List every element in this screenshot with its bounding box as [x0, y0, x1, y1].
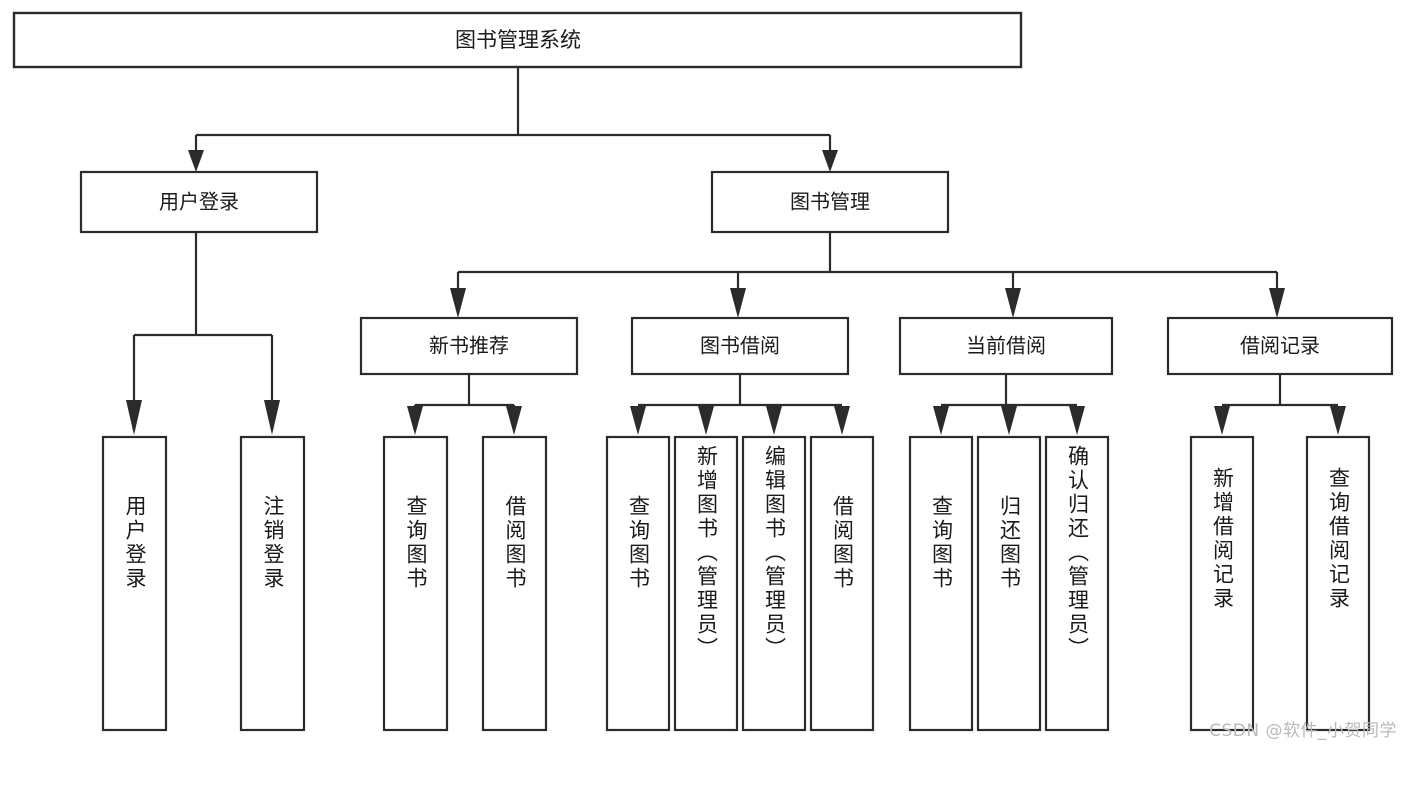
- arrow-head-borrow-record: [1269, 288, 1285, 318]
- connector-group-user-login: [126, 232, 280, 435]
- arrow-head-leaf-return-book: [1001, 406, 1017, 435]
- connector-group-root: [188, 67, 838, 172]
- node-leaf-borrow-book-2-box[interactable]: [809, 435, 875, 732]
- arrow-head-leaf-query-book-2: [630, 406, 646, 435]
- node-book-manage-box[interactable]: [710, 170, 950, 234]
- node-book-borrow-box[interactable]: [630, 316, 850, 376]
- node-new-book-recommend[interactable]: 新书推荐: [359, 316, 579, 376]
- node-user-login-label: 用户登录: [159, 190, 239, 214]
- node-root[interactable]: 图书管理系统: [12, 11, 1023, 69]
- node-borrow-record[interactable]: 借阅记录: [1166, 316, 1394, 376]
- arrow-head-leaf-query-record: [1330, 406, 1346, 435]
- node-leaf-query-book-2-box[interactable]: [605, 435, 671, 732]
- node-leaf-query-record-box[interactable]: [1305, 435, 1371, 732]
- node-book-manage[interactable]: 图书管理: [710, 170, 950, 234]
- org-chart-svg: 图书管理系统 用户登录 图书管理 新书推荐 图书借阅 当前借阅 借阅记录: [12, 11, 1394, 732]
- node-book-borrow-label: 图书借阅: [700, 334, 780, 358]
- arrow-head-new-book-recommend: [450, 288, 466, 318]
- node-leaf-query-book-1-box[interactable]: [382, 435, 449, 732]
- arrow-head-leaf-query-book-3: [933, 406, 949, 435]
- connector-group-current-borrow: [933, 374, 1085, 435]
- connector-group-book-borrow: [630, 374, 850, 435]
- arrow-head-book-manage: [822, 150, 838, 172]
- node-book-borrow[interactable]: 图书借阅: [630, 316, 850, 376]
- node-root-box[interactable]: [12, 11, 1023, 69]
- node-current-borrow[interactable]: 当前借阅: [898, 316, 1114, 376]
- arrow-head-leaf-user-logout: [264, 400, 280, 435]
- node-leaf-user-logout-box[interactable]: [239, 435, 306, 732]
- node-new-book-recommend-box[interactable]: [359, 316, 579, 376]
- arrow-head-book-borrow: [730, 288, 746, 318]
- connector-group-book-manage: [450, 232, 1285, 318]
- node-current-borrow-box[interactable]: [898, 316, 1114, 376]
- node-borrow-record-label: 借阅记录: [1240, 334, 1320, 358]
- arrow-head-user-login: [188, 150, 204, 172]
- node-book-manage-label: 图书管理: [790, 190, 870, 214]
- arrow-head-leaf-add-book: [698, 406, 714, 435]
- node-leaf-add-book-box[interactable]: [673, 435, 739, 732]
- node-user-login[interactable]: 用户登录: [79, 170, 319, 234]
- watermark-text: CSDN @软件_小贺同学: [1209, 721, 1397, 741]
- arrow-head-current-borrow: [1005, 288, 1021, 318]
- arrow-head-leaf-edit-book: [766, 406, 782, 435]
- node-root-label: 图书管理系统: [455, 28, 581, 52]
- node-leaf-return-book-box[interactable]: [976, 435, 1042, 732]
- node-leaf-add-record-box[interactable]: [1189, 435, 1255, 732]
- connector-group-new-book-recommend: [407, 374, 522, 435]
- node-current-borrow-label: 当前借阅: [966, 334, 1046, 358]
- node-leaf-borrow-book-1-box[interactable]: [481, 435, 548, 732]
- arrow-head-leaf-user-login: [126, 400, 142, 435]
- node-leaf-query-book-3-box[interactable]: [908, 435, 974, 732]
- node-leaf-confirm-return-box[interactable]: [1044, 435, 1110, 732]
- node-user-login-box[interactable]: [79, 170, 319, 234]
- arrow-head-leaf-query-book-1: [407, 406, 423, 435]
- node-leaf-edit-book-box[interactable]: [741, 435, 807, 732]
- arrow-head-leaf-add-record: [1214, 406, 1230, 435]
- arrow-head-leaf-confirm-return: [1069, 406, 1085, 435]
- arrow-head-leaf-borrow-book-2: [834, 406, 850, 435]
- arrow-head-leaf-borrow-book-1: [506, 406, 522, 435]
- node-new-book-recommend-label: 新书推荐: [429, 334, 509, 358]
- node-leaf-user-login-box[interactable]: [101, 435, 168, 732]
- diagram-canvas: 图书管理系统 用户登录 图书管理 新书推荐 图书借阅 当前借阅 借阅记录: [12, 11, 1397, 741]
- node-borrow-record-box[interactable]: [1166, 316, 1394, 376]
- connector-group-borrow-record: [1214, 374, 1346, 435]
